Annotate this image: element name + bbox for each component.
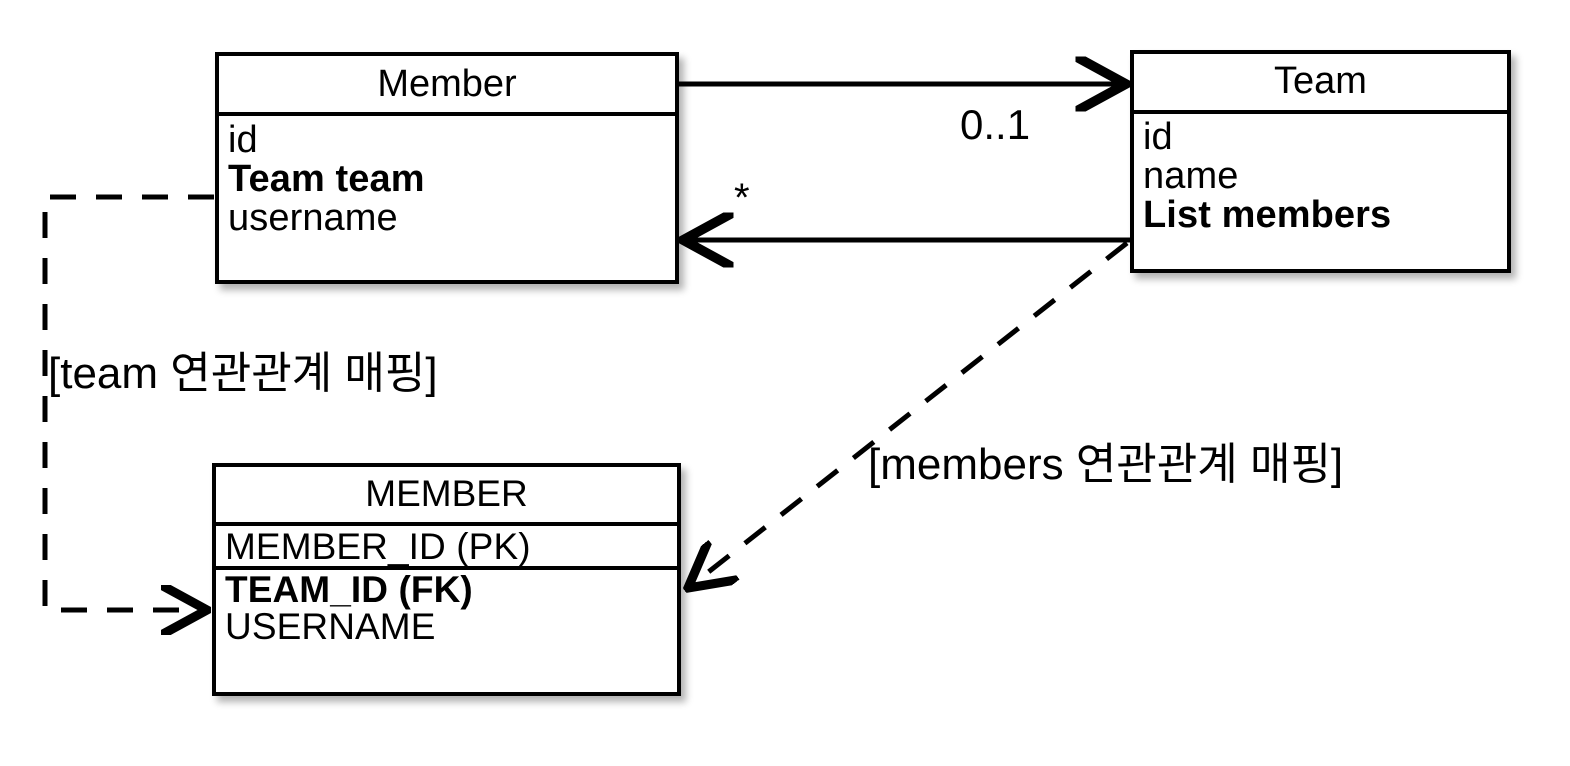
- member-class-attribute-list: id Team team username: [219, 116, 675, 237]
- member-class-box[interactable]: Member id Team team username: [215, 52, 679, 284]
- member-table-column: MEMBER_ID (PK): [225, 526, 531, 567]
- member-class-header-divider: [219, 112, 675, 116]
- member-table-box[interactable]: MEMBER MEMBER_ID (PK) TEAM_ID (FK) USERN…: [212, 463, 681, 696]
- member-class-attribute: id: [228, 119, 258, 161]
- member-class-attribute: username: [228, 196, 398, 239]
- member-table-column: TEAM_ID (FK): [225, 568, 473, 610]
- multiplicity-label-many: *: [734, 176, 750, 220]
- member-table-column: USERNAME: [225, 606, 436, 648]
- member-table-title: MEMBER: [365, 473, 528, 514]
- team-class-title: Team: [1274, 60, 1367, 102]
- member-table-header-divider: [216, 522, 677, 526]
- team-class-attribute: List members: [1143, 193, 1392, 236]
- team-mapping-label: [team 연관관계 매핑]: [48, 349, 438, 398]
- team-class-attribute: id: [1143, 116, 1173, 158]
- member-class-attribute: Team team: [228, 157, 425, 200]
- member-table-pk-section: MEMBER_ID (PK): [216, 526, 677, 566]
- team-class-header-divider: [1134, 110, 1507, 114]
- member-class-title: Member: [377, 63, 517, 105]
- mapping-team-dashed-path: [42, 194, 214, 610]
- mapping-members-dashed-path: [688, 241, 1129, 588]
- team-class-attribute: name: [1143, 154, 1239, 197]
- members-mapping-label: [members 연관관계 매핑]: [868, 440, 1344, 489]
- multiplicity-label-zero-to-one: 0..1: [960, 101, 1031, 148]
- team-class-box[interactable]: Team id name List members: [1130, 50, 1511, 273]
- member-table-column-section: TEAM_ID (FK) USERNAME: [216, 570, 677, 646]
- member-table-column-divider: [216, 565, 677, 570]
- team-class-attribute-list: id name List members: [1134, 114, 1507, 234]
